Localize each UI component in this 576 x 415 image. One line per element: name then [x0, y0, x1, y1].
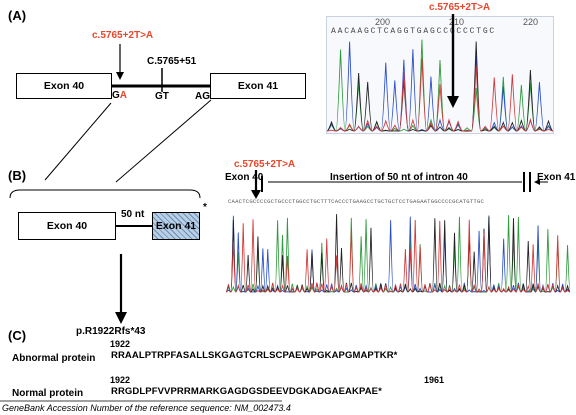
- panel-a-ga-a: A: [119, 90, 128, 101]
- panel-a-gt-label: GT: [155, 91, 169, 102]
- panel-a-exon40-label: Exon 40: [43, 80, 85, 92]
- panel-a-exon40-box: Exon 40: [16, 73, 112, 99]
- chrom-a-tick-200: 200: [375, 17, 391, 27]
- panel-b-exon41-label: Exon 41: [155, 220, 197, 232]
- abnormal-start-pos: 1922: [110, 339, 131, 349]
- panel-a-site-label: C.5765+51: [147, 56, 197, 67]
- chrom-a-trace-3: [326, 58, 554, 132]
- panel-a-exon41-box: Exon 41: [210, 73, 306, 99]
- chrom-a-tick-210: 210: [449, 17, 465, 27]
- panel-a-mutation-label: c.5765+2T>A: [92, 30, 154, 41]
- chromatogram-b: CAACTCGCCCCGCTGCCCTGGCCTGCTTTCACCCTGAAGC…: [225, 198, 571, 293]
- panel-a-ga-label: GA: [112, 90, 127, 101]
- chromatogram-a: 200 210 220 AACAAGCTCAGGTGAGCCGCCCTGC: [326, 16, 554, 134]
- panel-a-exon41-label: Exon 41: [237, 80, 279, 92]
- chrom-b-exon40-label: Exon 40: [225, 172, 264, 183]
- chrom-b-bases: CAACTCGCCCCGCTGCCCTGGCCTGCTTTCACCCTGAAGC…: [228, 198, 485, 205]
- chrom-a-trace-2: [326, 41, 554, 132]
- protein-change-label: p.R1922Rfs*43: [76, 326, 146, 337]
- panel-b-exon40-label: Exon 40: [46, 220, 88, 232]
- chrom-b-insertion-label: Insertion of 50 nt of intron 40: [330, 172, 468, 183]
- normal-start-pos: 1922: [110, 375, 131, 385]
- accession-note: GeneBank Accession Number of the referen…: [2, 403, 291, 413]
- panel-c-label: (C): [8, 328, 27, 343]
- panel-b-exon40-box: Exon 40: [18, 212, 116, 240]
- chrom-b-exon41-label: Exon 41: [537, 172, 576, 183]
- panel-a-label: (A): [8, 8, 27, 23]
- panel-b-label: (B): [8, 168, 27, 183]
- chrom-b-mutation-label: c.5765+2T>A: [234, 159, 296, 170]
- panel-a-ga-g: G: [112, 90, 120, 101]
- abnormal-protein-label: Abnormal protein: [12, 353, 96, 364]
- panel-b-exon41-box: Exon 41: [152, 212, 200, 240]
- panel-b-asterisk: *: [203, 202, 207, 213]
- chrom-b-trace-3: [225, 219, 571, 293]
- chrom-b-traces: [225, 214, 571, 293]
- chrom-a-traces: [326, 39, 554, 132]
- panel-a-ag-label: AG: [195, 91, 210, 102]
- normal-protein-label: Normal protein: [12, 388, 84, 399]
- normal-protein-seq: RRGDLPFVVPRRMARKGAGDGSDEEVDGKADGAEAKPAE*: [111, 386, 382, 397]
- abnormal-protein-seq: RRAALPTRPFASALLSKGAGTCRLSCPAEWPGKAPGMAPT…: [111, 350, 398, 361]
- chrom-a-tick-220: 220: [523, 17, 539, 27]
- normal-end-pos: 1961: [424, 375, 445, 385]
- chrom-a-bases: AACAAGCTCAGGTGAGCCGCCCTGC: [331, 27, 497, 36]
- chrom-a-mutation-label: c.5765+2T>A: [429, 2, 491, 13]
- panel-b-nt-label: 50 nt: [121, 209, 145, 220]
